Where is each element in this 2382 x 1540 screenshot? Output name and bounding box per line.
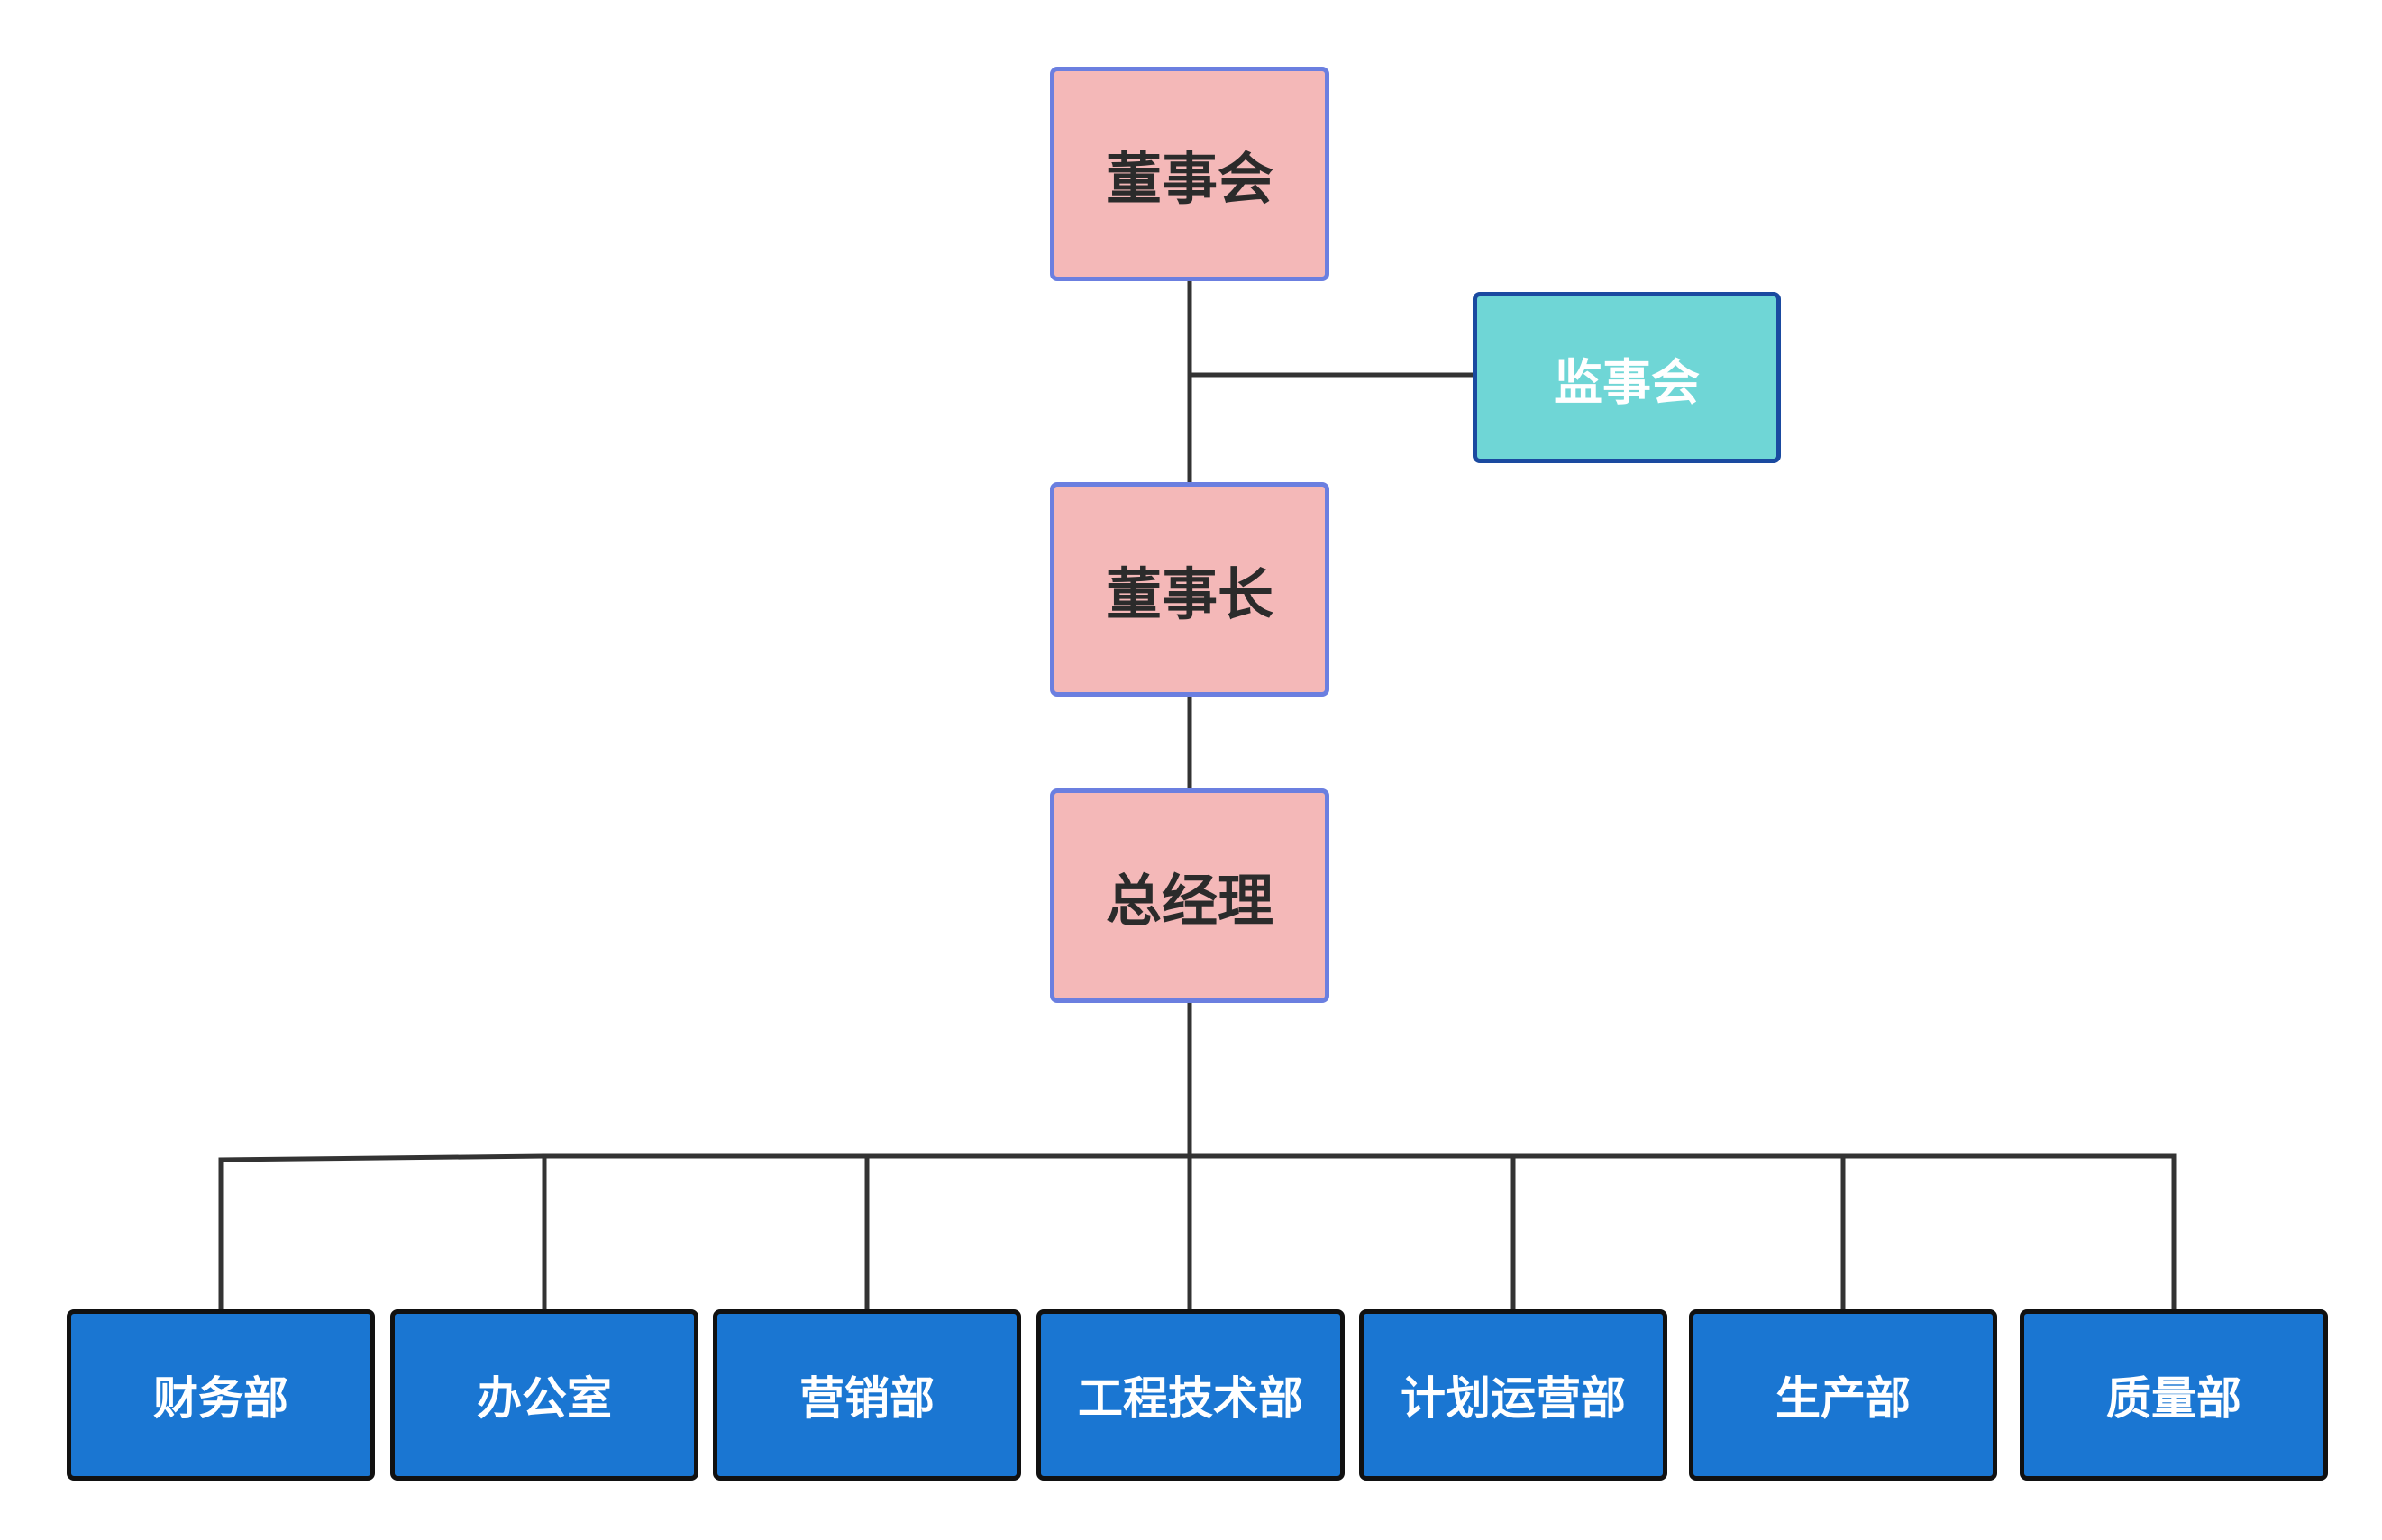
node-chairman-label: 董事长 bbox=[1105, 561, 1273, 627]
node-department: 质量部 bbox=[2020, 1309, 2328, 1481]
node-department: 计划运营部 bbox=[1359, 1309, 1667, 1481]
node-department-label: 生产部 bbox=[1775, 1372, 1911, 1425]
node-department-label: 财务部 bbox=[153, 1372, 288, 1425]
node-department: 办公室 bbox=[390, 1309, 698, 1481]
node-department-label: 质量部 bbox=[2106, 1372, 2241, 1425]
node-supervisory-board: 监事会 bbox=[1473, 292, 1781, 463]
node-board: 董事会 bbox=[1050, 67, 1329, 281]
node-department: 生产部 bbox=[1689, 1309, 1997, 1481]
node-department: 工程技术部 bbox=[1036, 1309, 1345, 1481]
node-supervisory-board-label: 监事会 bbox=[1554, 353, 1700, 411]
node-department-label: 办公室 bbox=[477, 1372, 612, 1425]
node-general-manager-label: 总经理 bbox=[1105, 868, 1273, 934]
node-chairman: 董事长 bbox=[1050, 482, 1329, 697]
node-department: 财务部 bbox=[67, 1309, 375, 1481]
node-department-label: 营销部 bbox=[799, 1372, 935, 1425]
connector-department-bus bbox=[218, 1153, 2177, 1312]
node-department-label: 计划运营部 bbox=[1401, 1372, 1626, 1425]
node-department-label: 工程技术部 bbox=[1078, 1372, 1303, 1425]
node-department: 营销部 bbox=[713, 1309, 1021, 1481]
node-general-manager: 总经理 bbox=[1050, 788, 1329, 1003]
node-board-label: 董事会 bbox=[1105, 146, 1273, 212]
